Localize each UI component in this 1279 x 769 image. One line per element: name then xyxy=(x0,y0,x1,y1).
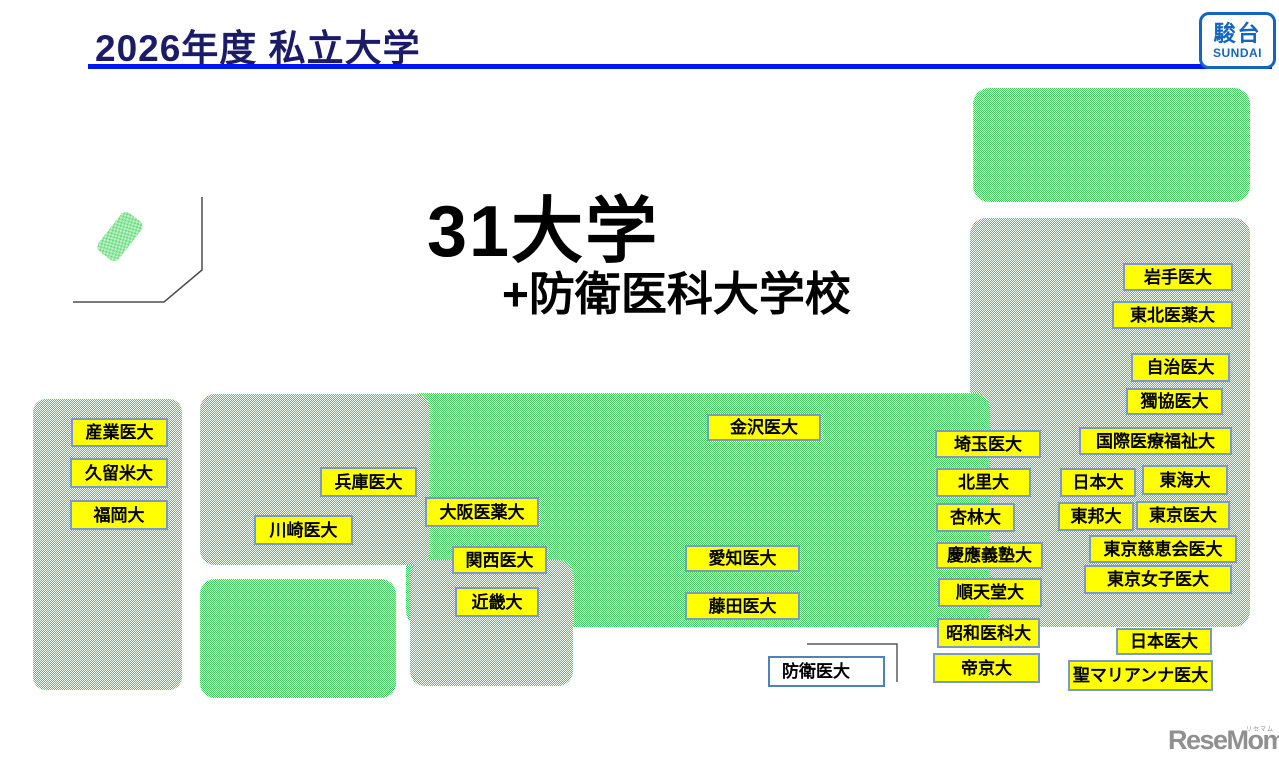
univ-label: 東京女子医大 xyxy=(1084,565,1232,594)
defense-med-label: 防衛医大 xyxy=(768,656,885,687)
univ-label: 近畿大 xyxy=(455,587,539,617)
headline-university-count: 31大学 xyxy=(427,192,660,272)
univ-label: 藤田医大 xyxy=(685,592,800,620)
sundai-logo-kanji: 駿台 xyxy=(1213,20,1262,46)
univ-label: 杏林大 xyxy=(936,503,1015,532)
univ-label: 自治医大 xyxy=(1131,353,1230,382)
resemom-logo-text: ReseMom. xyxy=(1168,725,1279,755)
univ-label: 慶應義塾大 xyxy=(936,542,1043,569)
map-region-kii-peninsula xyxy=(410,560,573,686)
univ-label: 順天堂大 xyxy=(938,578,1042,607)
univ-label: 大阪医薬大 xyxy=(425,497,539,527)
univ-label: 久留米大 xyxy=(70,458,168,488)
univ-label: 東邦大 xyxy=(1058,502,1134,531)
univ-label: 東京慈恵会医大 xyxy=(1089,535,1237,563)
headline-defense-addition: +防衛医科大学校 xyxy=(502,268,851,320)
univ-label: 愛知医大 xyxy=(685,545,800,572)
sundai-logo-latin: SUNDAI xyxy=(1212,45,1262,60)
univ-label: 東京医大 xyxy=(1136,501,1230,530)
univ-label: 埼玉医大 xyxy=(935,430,1041,458)
univ-label: 東海大 xyxy=(1142,465,1228,495)
map-region-okinawa-island xyxy=(94,209,146,264)
univ-label: 福岡大 xyxy=(70,500,168,530)
univ-label: 昭和医科大 xyxy=(937,618,1040,648)
univ-label: 兵庫医大 xyxy=(320,467,417,497)
univ-label: 日本大 xyxy=(1060,468,1136,497)
univ-label: 国際医療福祉大 xyxy=(1079,427,1232,455)
resemom-furigana: リセマム xyxy=(1245,727,1274,733)
univ-label: 北里大 xyxy=(936,468,1031,497)
univ-label: 獨協医大 xyxy=(1126,388,1223,415)
univ-label: 聖マリアンナ医大 xyxy=(1068,660,1213,691)
univ-label: 川崎医大 xyxy=(254,515,353,545)
page-title: 2026年度 私立大学 xyxy=(95,28,421,69)
sundai-logo: 駿台 SUNDAI xyxy=(1199,12,1276,69)
map-region-shikoku xyxy=(200,579,396,698)
univ-label: 日本医大 xyxy=(1116,628,1212,655)
univ-label: 東北医薬大 xyxy=(1112,301,1233,329)
univ-label: 金沢医大 xyxy=(707,414,821,441)
univ-label: 岩手医大 xyxy=(1123,263,1233,291)
resemom-logo: リセマム ReseMom. xyxy=(1168,725,1279,767)
univ-label: 関西医大 xyxy=(452,546,547,574)
map-region-hokkaido xyxy=(973,88,1250,202)
univ-label: 帝京大 xyxy=(933,653,1040,683)
univ-label: 産業医大 xyxy=(71,418,168,447)
map-region-kyushu xyxy=(33,399,182,690)
title-underline xyxy=(88,64,1272,69)
okinawa-inset-border-line xyxy=(73,197,203,303)
